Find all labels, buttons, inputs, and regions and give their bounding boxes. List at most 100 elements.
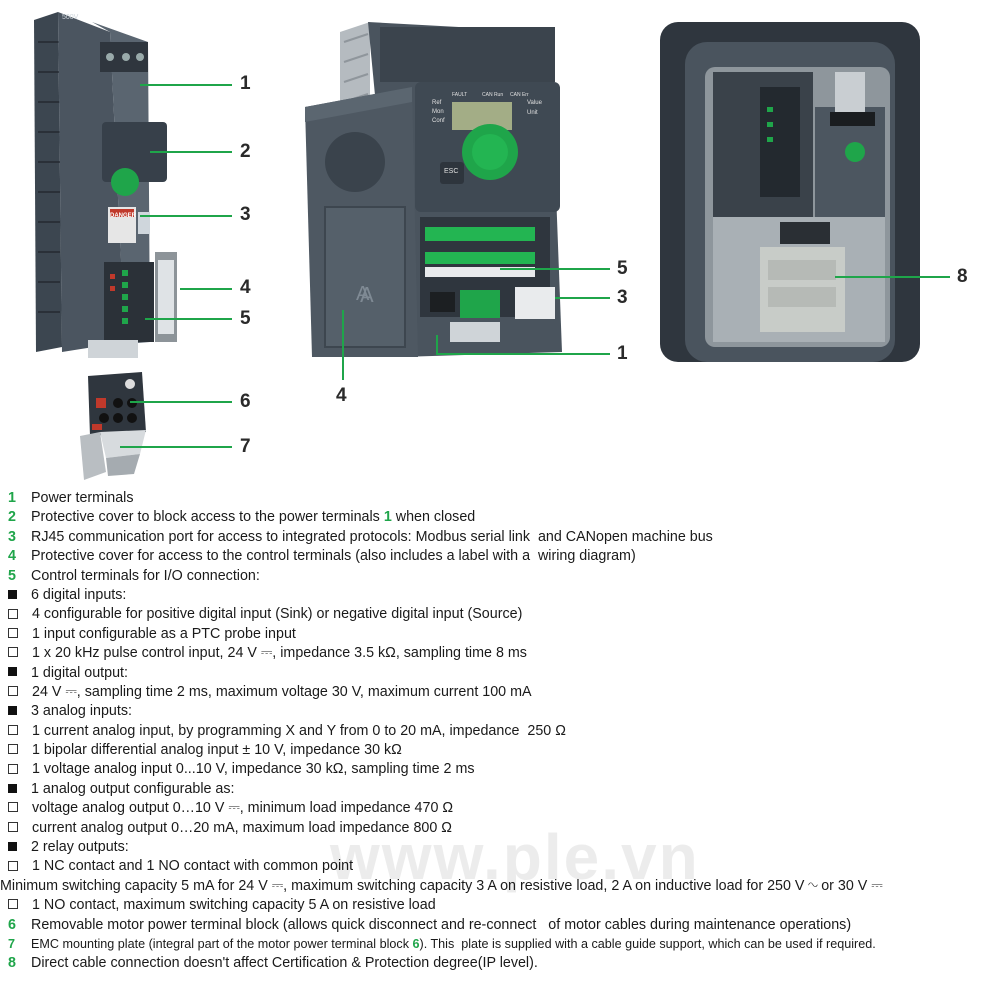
item-number: 7 [8, 936, 16, 951]
item-number: 4 [8, 548, 16, 565]
item-text: 1 NO contact, maximum switching capacity… [32, 897, 436, 914]
watermark: www.ple.vn [330, 821, 700, 893]
leader-line [140, 215, 232, 217]
callout-number: 2 [240, 141, 251, 162]
list-item: Minimum switching capacity 5 mA for 24 V… [0, 877, 998, 896]
item-text: Minimum switching capacity 5 mA for 24 V… [0, 877, 883, 894]
callout-number: 4 [240, 277, 251, 298]
callout-number: 3 [240, 204, 251, 225]
item-number: 3 [8, 528, 16, 545]
empty-bullet-icon [8, 821, 18, 832]
item-text: ). This plate is supplied with a cable g… [419, 936, 876, 951]
item-text: EMC mounting plate (integral part of the… [31, 936, 413, 951]
callout-number: 8 [957, 266, 968, 287]
leader-line [436, 335, 438, 355]
item-text: voltage analog output 0…10 V ⎓, minimum … [32, 800, 454, 817]
item-text: 1 analog output configurable as: [31, 780, 235, 797]
item-number: 6 [8, 916, 16, 933]
list-item: 1 voltage analog input 0...10 V, impedan… [8, 760, 998, 779]
list-item: 1 NC contact and 1 NO contact with commo… [8, 857, 998, 876]
item-reference: 1 [383, 509, 392, 526]
list-item: 1 analog output configurable as: [8, 780, 998, 799]
leader-line [145, 318, 232, 320]
item-text: 1 x 20 kHz pulse control input, 24 V ⎓, … [32, 645, 527, 662]
item-number: 1 [8, 490, 16, 506]
esc-key-label: ESC [444, 168, 459, 175]
list-item: current analog output 0…20 mA, maximum l… [8, 819, 998, 838]
item-text: 1 digital output: [31, 664, 128, 681]
svg-text:A: A [360, 283, 374, 307]
empty-bullet-icon [8, 724, 18, 735]
drive-open-cover-photo: A [300, 12, 570, 367]
empty-bullet-icon [8, 899, 18, 910]
item-text: Protective cover for access to the contr… [31, 548, 636, 565]
callout-number: 5 [240, 308, 251, 329]
callout-number: 3 [617, 287, 628, 308]
slim-drive-photo [30, 12, 180, 362]
list-item: 24 V ⎓, sampling time 2 ms, maximum volt… [8, 683, 998, 702]
hmi-led-label: CAN Err [510, 92, 529, 98]
item-text: RJ45 communication port for access to in… [31, 528, 713, 545]
empty-bullet-icon [8, 608, 18, 619]
callout-number: 7 [240, 436, 251, 457]
list-item: 1 digital output: [8, 664, 998, 683]
filled-bullet-icon [8, 841, 17, 851]
callout-number: 1 [240, 73, 251, 94]
item-text: current analog output 0…20 mA, maximum l… [32, 819, 452, 836]
leader-line [342, 310, 344, 380]
item-number: 5 [8, 567, 16, 584]
list-item: 8 Direct cable connection doesn't affect … [8, 954, 998, 973]
filled-bullet-icon [8, 706, 17, 716]
empty-bullet-icon [8, 802, 18, 813]
hmi-mode-label: Ref [432, 100, 442, 106]
voltage-label: 500V [62, 14, 79, 21]
list-item: 3 RJ45 communication port for access to i… [8, 528, 998, 547]
leader-line [150, 151, 232, 153]
empty-bullet-icon [8, 686, 18, 697]
enclosure-photo [655, 12, 925, 372]
item-reference: 6 [412, 936, 420, 951]
filled-bullet-icon [8, 783, 17, 793]
list-item: 4 configurable for positive digital inpu… [8, 605, 998, 624]
item-text: 1 input configurable as a PTC probe inpu… [32, 625, 296, 642]
item-text: 6 digital inputs: [31, 586, 127, 603]
callout-number: 4 [336, 385, 347, 406]
item-text: 1 bipolar differential analog input ± 10… [32, 742, 402, 759]
hmi-unit-label: Unit [527, 110, 538, 116]
item-text: Direct cable connection doesn't affect C… [31, 955, 538, 972]
empty-bullet-icon [8, 627, 18, 638]
leader-line [555, 297, 610, 299]
callout-number: 5 [617, 258, 628, 279]
list-item: 1 current analog input, by programming X… [8, 722, 998, 741]
item-text: 4 configurable for positive digital inpu… [32, 606, 523, 623]
item-text: 1 NC contact and 1 NO contact with commo… [32, 858, 354, 875]
list-item: 3 analog inputs: [8, 702, 998, 721]
leader-line [500, 268, 610, 270]
list-item: 2 relay outputs: [8, 838, 998, 857]
item-text: 1 voltage analog input 0...10 V, impedan… [32, 761, 475, 778]
hmi-mode-label: Conf [432, 118, 445, 124]
item-number: 2 [8, 509, 16, 526]
filled-bullet-icon [8, 589, 17, 599]
list-item: 4 Protective cover for access to the cont… [8, 547, 998, 566]
empty-bullet-icon [8, 763, 18, 774]
list-item: 1 NO contact, maximum switching capacity… [8, 896, 998, 915]
item-text: 3 analog inputs: [31, 703, 132, 720]
leader-line [140, 84, 232, 86]
leader-line [180, 288, 232, 290]
item-number: 8 [8, 955, 16, 972]
item-text: 24 V ⎓, sampling time 2 ms, maximum volt… [32, 683, 532, 700]
hmi-value-label: Value [527, 100, 542, 106]
list-item: 7 EMC mounting plate (integral part of th… [8, 935, 998, 954]
leader-line [130, 401, 232, 403]
empty-bullet-icon [8, 744, 18, 755]
leader-line [120, 446, 232, 448]
danger-label: DANGER [110, 213, 137, 219]
filled-bullet-icon [8, 667, 17, 677]
callout-number: 1 [617, 343, 628, 364]
hmi-led-label: FAULT [452, 92, 468, 98]
